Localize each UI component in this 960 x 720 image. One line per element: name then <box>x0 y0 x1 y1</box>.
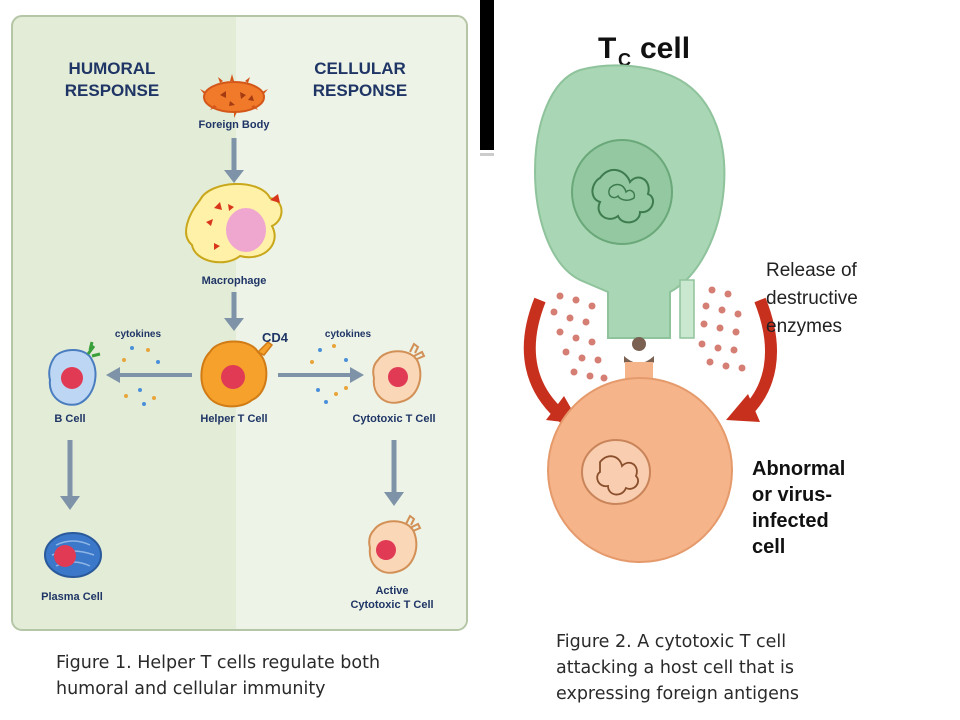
cytotoxic-t-cell-icon <box>372 342 426 404</box>
figure2-caption: Figure 2. A cytotoxic T cell attacking a… <box>556 629 936 707</box>
humoral-heading-line2: RESPONSE <box>65 81 159 100</box>
enzyme-dots-right <box>698 286 746 372</box>
release-label-line2: destructive <box>766 288 858 309</box>
active-cytotoxic-label-line1: Active <box>375 585 408 597</box>
release-label-line3: enzymes <box>766 316 842 337</box>
figure2-caption-line2: attacking a host cell that is <box>556 658 794 678</box>
release-label-line1: Release of <box>766 260 858 281</box>
enzyme-dots-left <box>550 292 608 382</box>
macrophage-label: Macrophage <box>202 275 267 287</box>
tc-cell-body <box>534 64 726 339</box>
target-label-line1: Abnormal <box>752 458 845 480</box>
tc-title-t: T <box>598 32 616 65</box>
arrowhead-to-macrophage <box>224 170 244 183</box>
plasma-cell-label: Plasma Cell <box>41 591 103 603</box>
arrowhead-to-plasma <box>60 496 80 510</box>
b-cell-icon <box>48 341 101 406</box>
figure2-tc-cell-diagram: T C cell <box>523 32 858 563</box>
gray-divider-line <box>480 153 494 156</box>
cd4-label: CD4 <box>262 330 289 345</box>
foreign-body-icon <box>200 74 268 118</box>
host-cell-body <box>547 377 733 563</box>
cytokine-dots-left <box>122 346 160 406</box>
target-label-line4: cell <box>752 536 785 558</box>
figure1-caption-line2: humoral and cellular immunity <box>56 679 326 699</box>
cytokine-dots-right <box>310 344 348 404</box>
foreign-body-label: Foreign Body <box>199 119 271 131</box>
target-label-line3: infected <box>752 510 829 532</box>
helper-t-cell-label: Helper T Cell <box>200 413 267 425</box>
humoral-heading-line1: HUMORAL <box>69 59 156 78</box>
plasma-cell-icon <box>44 532 102 578</box>
helper-t-cell-icon <box>200 340 274 408</box>
active-cytotoxic-t-cell-icon <box>368 514 422 574</box>
tc-title-cell: cell <box>640 32 690 65</box>
arrowhead-to-cytotoxic <box>350 367 364 383</box>
red-arrow-right <box>726 297 777 422</box>
figure2-caption-line1: Figure 2. A cytotoxic T cell <box>556 632 787 652</box>
figure1-caption-line1: Figure 1. Helper T cells regulate both <box>56 653 381 673</box>
cellular-panel-shade <box>236 17 466 629</box>
receptor-contact-icon <box>624 337 654 384</box>
b-cell-label: B Cell <box>54 413 85 425</box>
arrowhead-to-helper <box>224 318 244 331</box>
figure2-caption-line3: expressing foreign antigens <box>556 684 800 704</box>
target-label-line2: or virus- <box>752 484 832 506</box>
macrophage-icon <box>185 183 283 264</box>
figure1-immune-response-diagram: HUMORAL RESPONSE CELLULAR RESPONSE Forei… <box>11 15 468 631</box>
cytotoxic-t-cell-label: Cytotoxic T Cell <box>352 413 435 425</box>
cytokines-left-label: cytokines <box>115 329 162 340</box>
active-cytotoxic-label-line2: Cytotoxic T Cell <box>350 599 433 611</box>
cellular-heading-line1: CELLULAR <box>314 59 406 78</box>
arrowhead-to-active-cytotoxic <box>384 492 404 506</box>
figure1-caption: Figure 1. Helper T cells regulate both h… <box>56 650 456 702</box>
cellular-heading-line2: RESPONSE <box>313 81 407 100</box>
arrowhead-to-b-cell <box>106 367 120 383</box>
cytokines-right-label: cytokines <box>325 329 372 340</box>
black-divider-bar <box>480 0 494 150</box>
